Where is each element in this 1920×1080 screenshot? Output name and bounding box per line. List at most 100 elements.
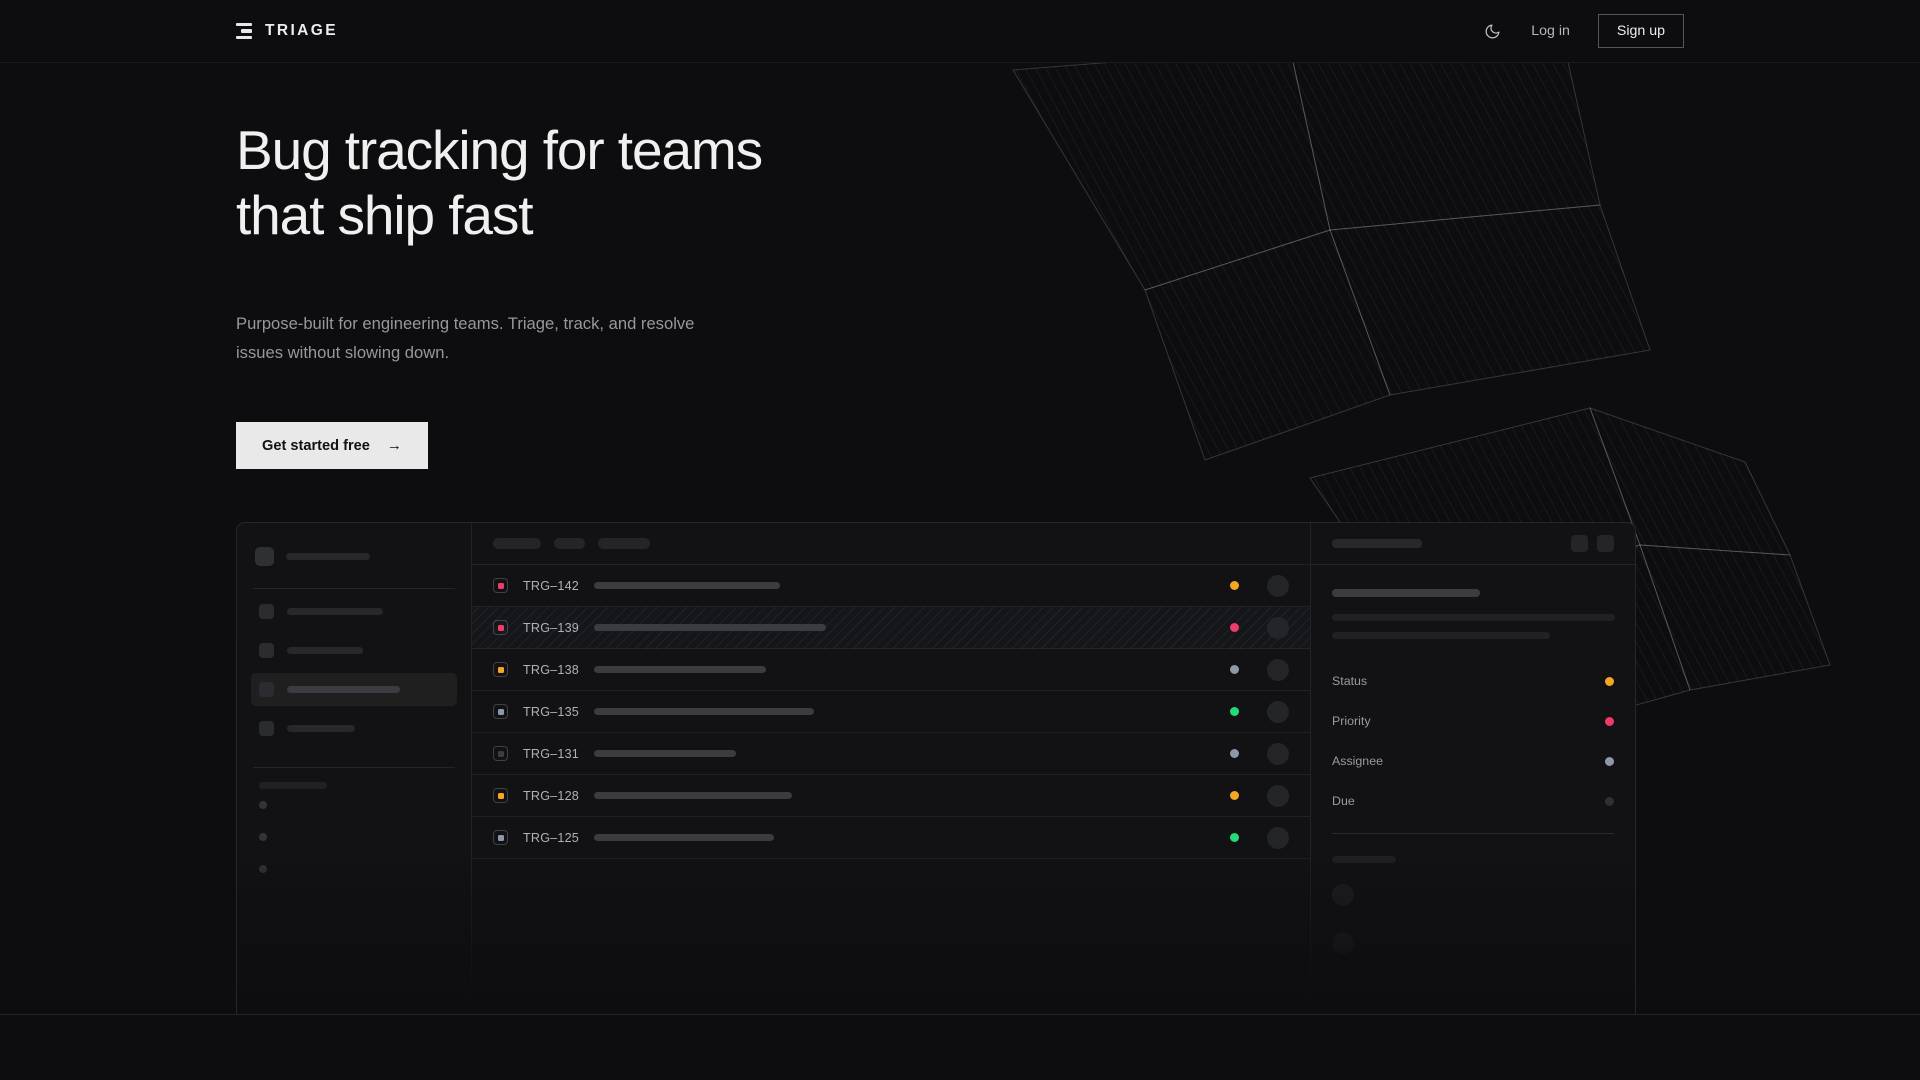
list-toolbar-pill-1[interactable] [493, 538, 541, 549]
issue-id: TRG–142 [523, 578, 579, 593]
issue-title-skeleton [594, 792, 792, 799]
table-row[interactable]: TRG–138 [472, 649, 1310, 691]
detail-body-title-skeleton [1332, 589, 1480, 597]
table-row[interactable]: TRG–135 [472, 691, 1310, 733]
table-row[interactable]: TRG–139 [472, 607, 1310, 649]
mock-sidebar [237, 523, 472, 1014]
sidebar-nav-icon [259, 682, 274, 697]
issue-title-skeleton [594, 708, 814, 715]
avatar[interactable] [1267, 742, 1289, 765]
detail-body-line-1 [1332, 614, 1615, 621]
issue-type-badge [493, 662, 508, 677]
get-started-label: Get started free [262, 437, 370, 454]
issue-title-skeleton [594, 834, 774, 841]
table-row[interactable]: TRG–125 [472, 817, 1310, 859]
sidebar-nav-icon [259, 643, 274, 658]
sidebar-nav-item-3[interactable] [251, 673, 457, 706]
table-row[interactable]: TRG–128 [472, 775, 1310, 817]
brand-logo[interactable]: TRIAGE [236, 22, 338, 40]
sidebar-divider-top [253, 588, 455, 589]
detail-panel-header [1311, 523, 1635, 565]
sidebar-nav-label-skeleton [287, 647, 363, 654]
status-badge [1230, 623, 1239, 632]
issue-type-badge [493, 788, 508, 803]
avatar[interactable] [1267, 658, 1289, 681]
brand-name: TRIAGE [265, 22, 338, 39]
activity-avatars [1332, 871, 1614, 967]
status-badge [1230, 749, 1239, 758]
detail-action-button-2[interactable] [1597, 535, 1614, 552]
workspace-switcher[interactable] [251, 540, 457, 566]
get-started-button[interactable]: Get started free → [236, 422, 428, 469]
detail-meta-row[interactable]: Due [1332, 781, 1614, 821]
detail-body-lines [1332, 614, 1615, 639]
detail-meta-value-dot [1605, 756, 1614, 766]
section-divider-rule [0, 1014, 1920, 1015]
workspace-avatar [255, 547, 274, 566]
table-row[interactable]: TRG–131 [472, 733, 1310, 775]
detail-action-button-1[interactable] [1571, 535, 1588, 552]
avatar[interactable] [1332, 884, 1354, 906]
issue-id: TRG–138 [523, 662, 579, 677]
issue-title-skeleton [594, 666, 766, 673]
status-badge [1230, 791, 1239, 800]
issue-type-badge [493, 578, 508, 593]
list-toolbar-pill-3[interactable] [598, 538, 650, 549]
activity-section-label-skeleton [1332, 856, 1396, 863]
sidebar-dot-item-1[interactable] [251, 789, 457, 821]
sidebar-dot-icon [259, 801, 267, 809]
login-link[interactable]: Log in [1531, 23, 1570, 39]
avatar[interactable] [1267, 616, 1289, 639]
activity-item-1 [1332, 871, 1614, 919]
sidebar-divider-bottom [253, 767, 455, 768]
detail-meta-value-dot [1605, 676, 1614, 686]
sidebar-section-header [251, 768, 457, 789]
avatar[interactable] [1267, 700, 1289, 723]
avatar[interactable] [1267, 784, 1289, 807]
sidebar-dot-item-3[interactable] [251, 853, 457, 885]
detail-meta-row[interactable]: Status [1332, 661, 1614, 701]
detail-meta-label: Status [1332, 674, 1368, 688]
hero-heading-line-2: that ship fast [236, 184, 534, 246]
issue-type-badge [493, 830, 508, 845]
sidebar-section-label-skeleton [259, 782, 327, 789]
sidebar-nav-item-2[interactable] [251, 634, 457, 667]
list-toolbar-pill-2[interactable] [554, 538, 585, 549]
issue-title-skeleton [594, 624, 826, 631]
detail-body-line-2 [1332, 632, 1550, 639]
stacked-bars-icon [236, 22, 252, 40]
arrow-right-icon: → [386, 437, 402, 454]
avatar[interactable] [1267, 574, 1289, 597]
avatar[interactable] [1267, 826, 1289, 849]
detail-meta-row[interactable]: Assignee [1332, 741, 1614, 781]
moon-icon[interactable] [1481, 20, 1503, 42]
status-badge [1230, 581, 1239, 590]
sidebar-nav-item-1[interactable] [251, 595, 457, 628]
hero-heading-line-1: Bug tracking for teams [236, 119, 763, 181]
detail-divider [1332, 833, 1614, 834]
avatar[interactable] [1332, 932, 1354, 954]
workspace-label-skeleton [286, 553, 370, 560]
issue-id: TRG–139 [523, 620, 579, 635]
table-row[interactable]: TRG–142 [472, 565, 1310, 607]
status-badge [1230, 665, 1239, 674]
sidebar-dot-list [251, 789, 457, 885]
issue-type-badge [493, 620, 508, 635]
detail-title-skeleton [1332, 539, 1422, 548]
sidebar-dot-item-2[interactable] [251, 821, 457, 853]
status-badge [1230, 707, 1239, 716]
detail-meta-row[interactable]: Priority [1332, 701, 1614, 741]
detail-meta-label: Due [1332, 794, 1355, 808]
issue-title-skeleton [594, 750, 736, 757]
sidebar-nav-icon [259, 721, 274, 736]
issue-id: TRG–135 [523, 704, 579, 719]
detail-meta-label: Assignee [1332, 754, 1383, 768]
sidebar-nav-item-4[interactable] [251, 712, 457, 745]
issue-list-toolbar [472, 523, 1310, 565]
signup-button[interactable]: Sign up [1597, 14, 1684, 48]
